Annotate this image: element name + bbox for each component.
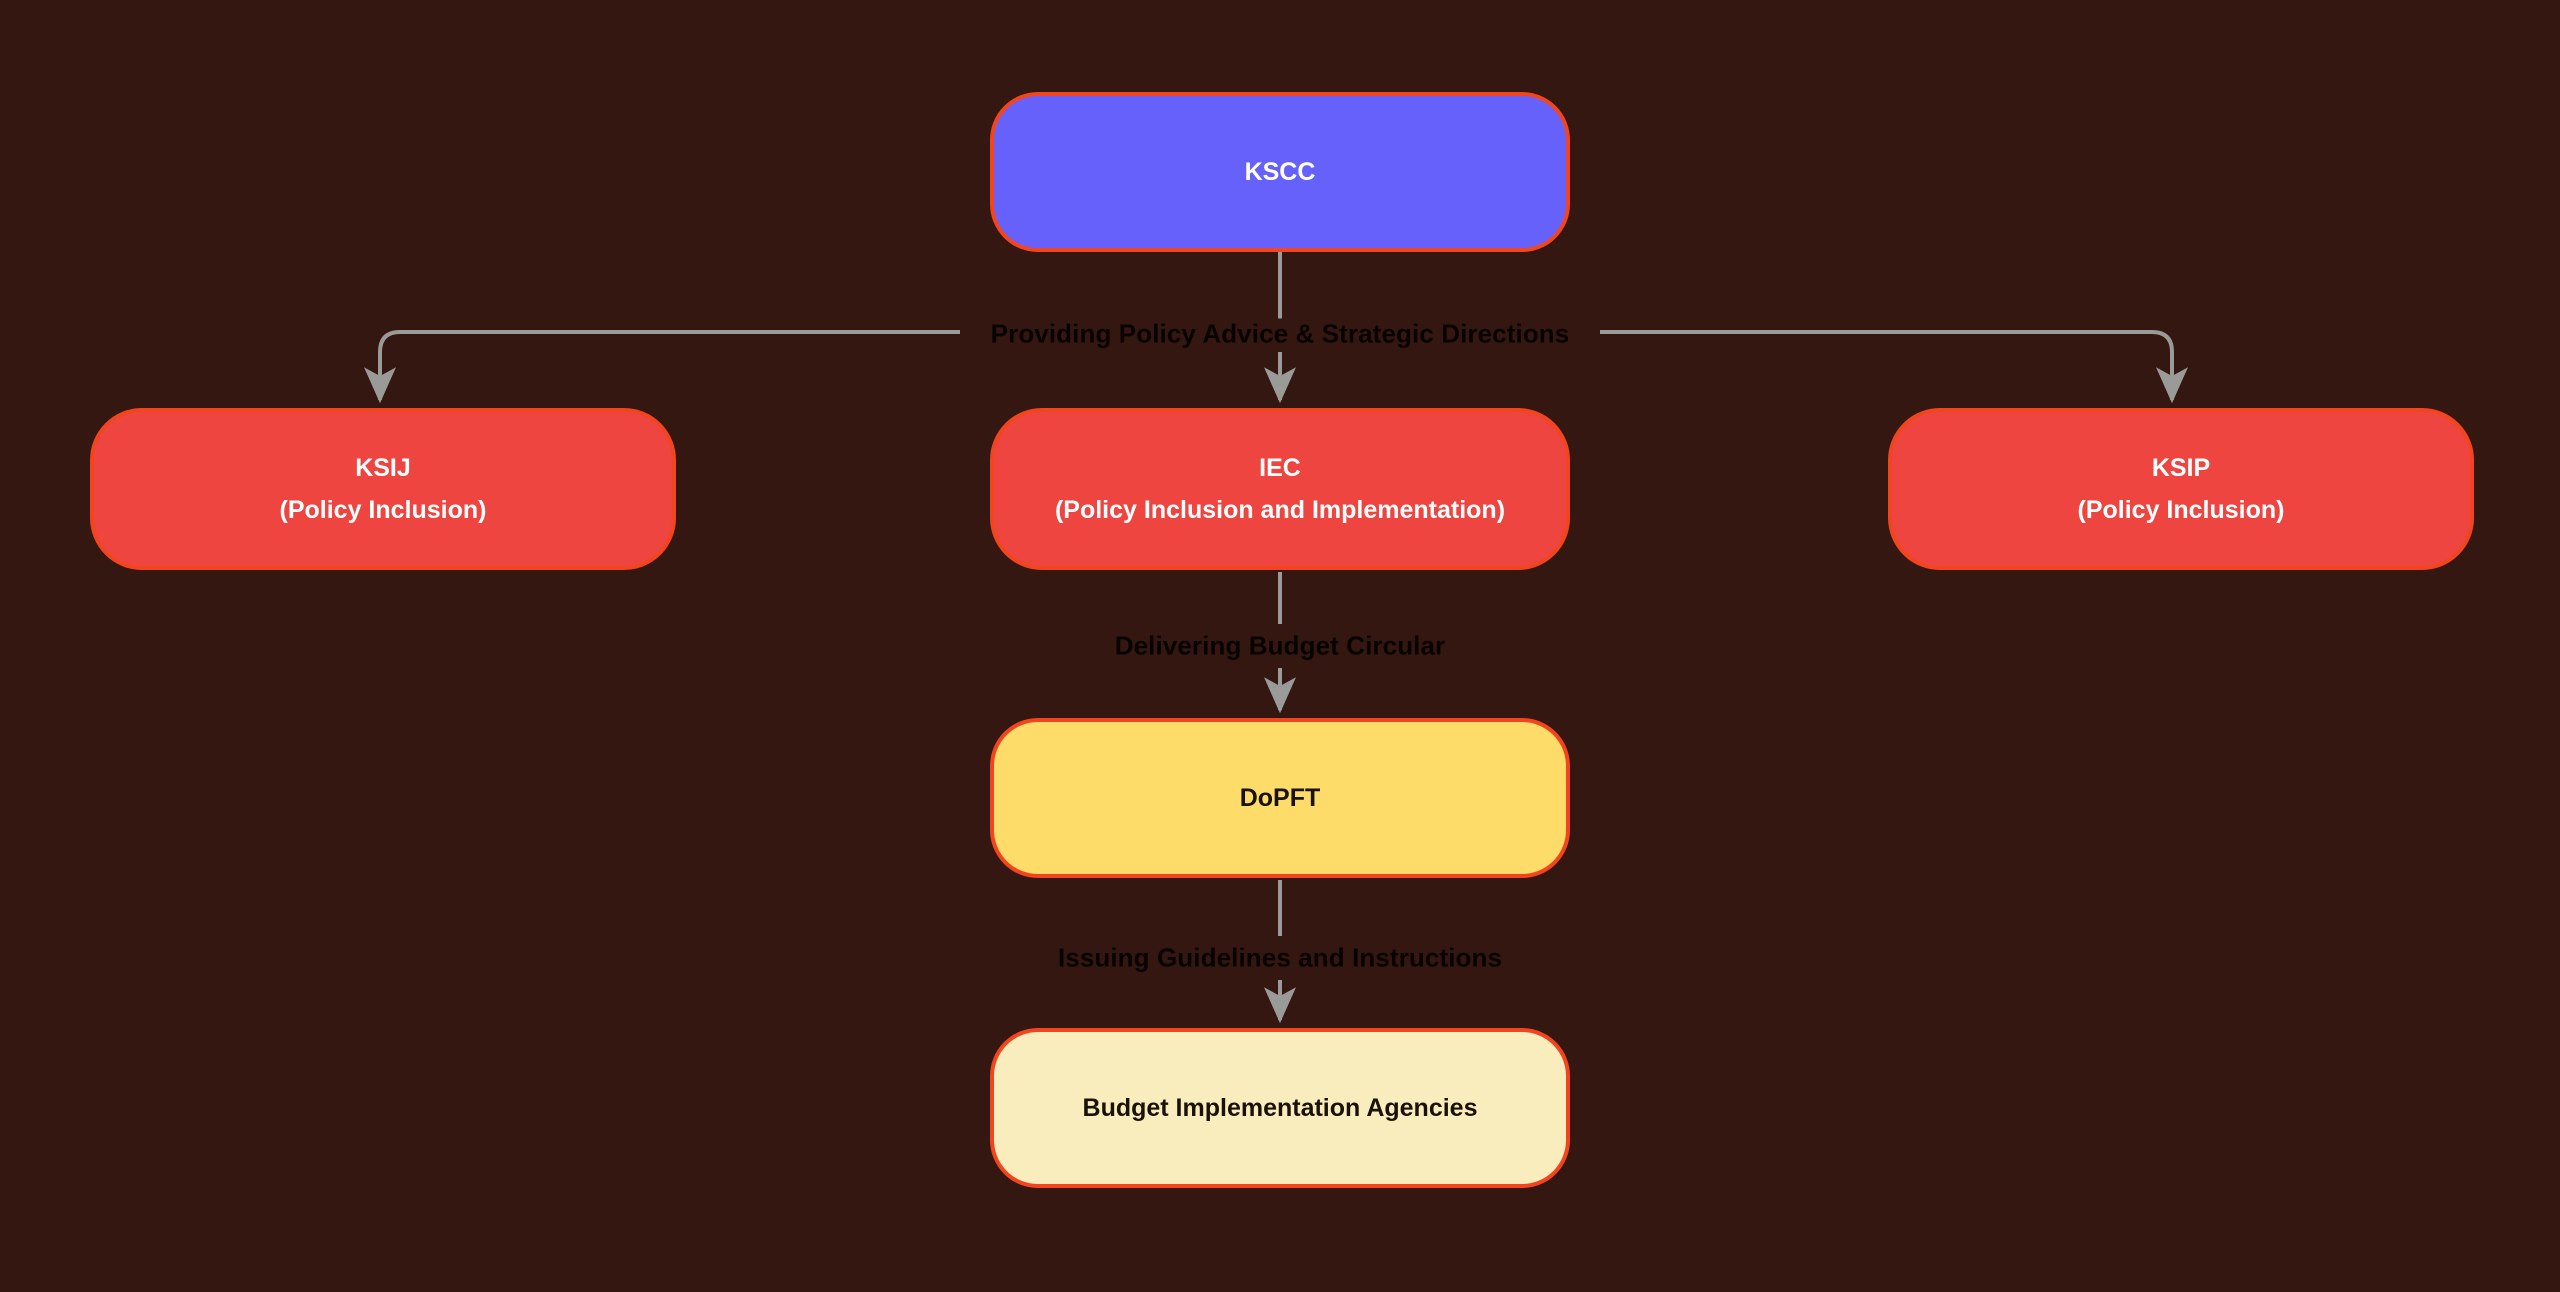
node-budget-implementation-agencies[interactable]: Budget Implementation Agencies <box>990 1028 1570 1188</box>
edge-label-budget-circular: Delivering Budget Circular <box>1102 630 1458 662</box>
node-ksip-title: KSIP <box>2151 453 2211 482</box>
edge-label-guidelines: Issuing Guidelines and Instructions <box>1045 942 1515 974</box>
node-ksip-subtitle: (Policy Inclusion) <box>2077 496 2285 524</box>
edge-bus-right <box>1600 330 2188 404</box>
node-kscc[interactable]: KSCC <box>990 92 1570 252</box>
node-ksip[interactable]: KSIP (Policy Inclusion) <box>1888 408 2474 570</box>
node-dopft-title: DoPFT <box>1239 783 1321 812</box>
node-dopft[interactable]: DoPFT <box>990 718 1570 878</box>
node-ksij-subtitle: (Policy Inclusion) <box>279 496 487 524</box>
node-agencies-title: Budget Implementation Agencies <box>1082 1093 1478 1122</box>
node-kscc-title: KSCC <box>1244 157 1316 186</box>
node-ksij[interactable]: KSIJ (Policy Inclusion) <box>90 408 676 570</box>
node-iec[interactable]: IEC (Policy Inclusion and Implementation… <box>990 408 1570 570</box>
edge-label-policy-advice: Providing Policy Advice & Strategic Dire… <box>978 318 1582 350</box>
node-iec-subtitle: (Policy Inclusion and Implementation) <box>1054 496 1506 524</box>
node-iec-title: IEC <box>1259 453 1301 482</box>
node-ksij-title: KSIJ <box>355 453 411 482</box>
edge-bus-left <box>364 330 960 404</box>
